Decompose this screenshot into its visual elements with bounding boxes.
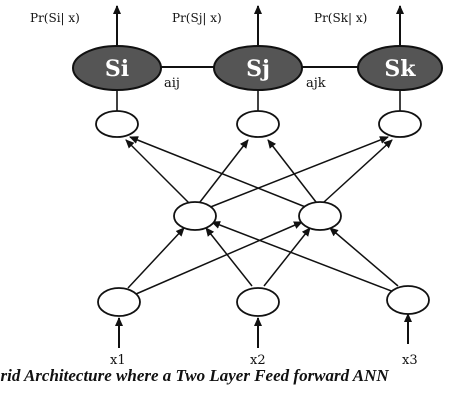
edge-m2-t3 xyxy=(323,139,393,203)
input-node-x1 xyxy=(97,287,141,317)
edge-i3-m1 xyxy=(211,221,395,293)
transition-label-ij: aij xyxy=(164,76,180,91)
input-label-x2: x2 xyxy=(250,353,266,368)
state-node-sk xyxy=(357,45,443,91)
state-label-sj: Sj xyxy=(246,56,270,82)
state-label-sk: Sk xyxy=(384,56,416,82)
input-node-x2 xyxy=(236,287,280,317)
prob-label-sk: Pr(Sk| x) xyxy=(314,11,367,25)
hidden-node-mid-1 xyxy=(173,201,217,231)
hidden-node-mid-2 xyxy=(298,201,342,231)
edge-i1-m1 xyxy=(127,227,185,289)
figure-caption: brid Architecture where a Two Layer Feed… xyxy=(0,366,389,385)
edge-m2-t2 xyxy=(267,139,317,203)
input-label-x1: x1 xyxy=(110,353,126,368)
edge-m2-t1 xyxy=(129,136,309,209)
state-node-si xyxy=(72,45,162,91)
edge-m1-t1 xyxy=(125,139,193,207)
input-node-x3 xyxy=(386,285,430,315)
hidden-node-top-2 xyxy=(236,110,280,138)
state-node-sj xyxy=(213,45,303,91)
hidden-node-top-1 xyxy=(95,110,139,138)
prob-label-sj: Pr(Sj| x) xyxy=(172,11,222,25)
edge-i3-m2 xyxy=(329,227,399,287)
hidden-node-top-3 xyxy=(378,110,422,138)
edge-m1-t2 xyxy=(199,139,249,203)
edge-i1-m2 xyxy=(135,221,303,295)
transition-label-jk: ajk xyxy=(306,76,326,91)
prob-label-si: Pr(Si| x) xyxy=(30,11,80,25)
state-label-si: Si xyxy=(105,56,129,82)
input-label-x3: x3 xyxy=(402,353,418,368)
edge-m1-t3 xyxy=(207,136,389,209)
edge-i2-m1 xyxy=(205,227,253,287)
edge-i2-m2 xyxy=(263,227,311,287)
